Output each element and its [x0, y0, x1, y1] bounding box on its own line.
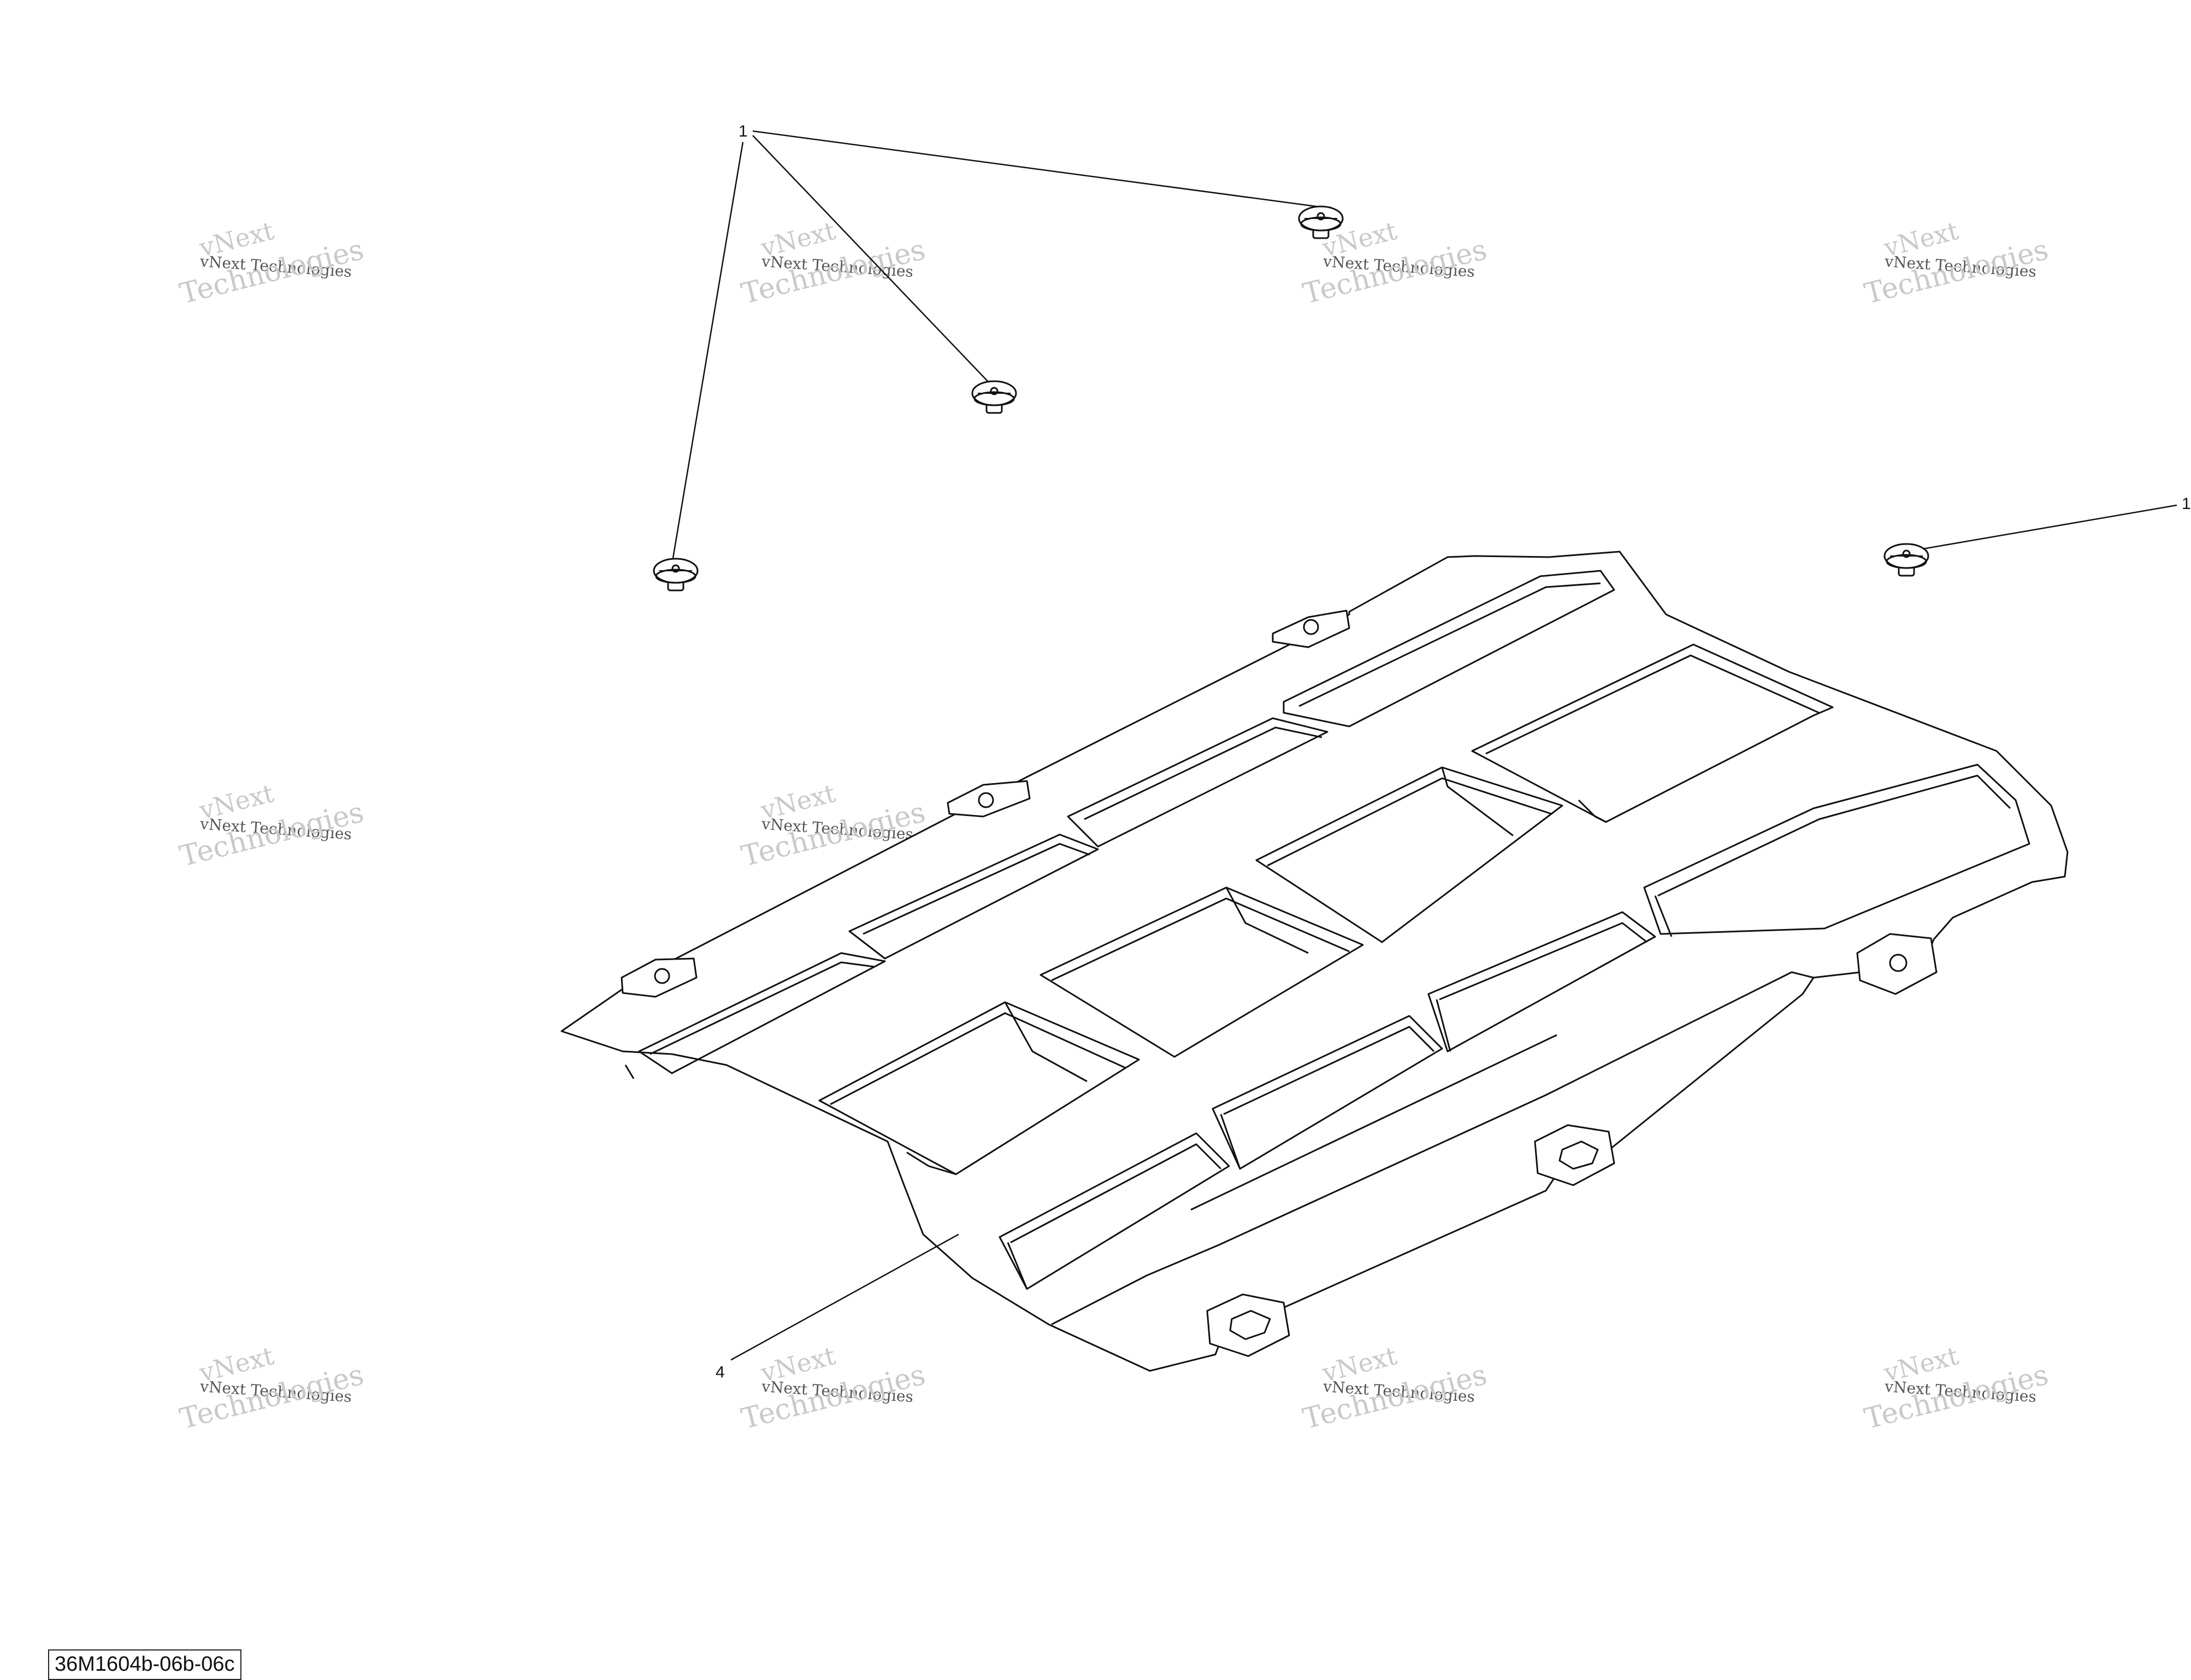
rib [1004, 1002, 1088, 1082]
rib [1051, 897, 1350, 981]
leader-line [1922, 504, 2177, 550]
fastener [653, 558, 699, 591]
mount-tab [1272, 610, 1350, 648]
rib [1051, 971, 1814, 1326]
mount-hole [1303, 619, 1319, 635]
rib [1223, 1026, 1435, 1115]
rib [863, 843, 1090, 935]
rib [1007, 1242, 1028, 1289]
leader-line [752, 130, 1317, 208]
watermark-tile: vNext vNext Technologies Technologies [1300, 1341, 1490, 1436]
mount-tab [621, 957, 698, 998]
rib [1084, 726, 1322, 820]
rib [1657, 774, 2011, 897]
fastener [1883, 543, 1929, 577]
fastener [1298, 205, 1344, 239]
rib [649, 961, 875, 1055]
rib [624, 1064, 635, 1079]
rib [1298, 582, 1601, 707]
rib [1439, 922, 1647, 1001]
mount-tab [947, 780, 1031, 818]
rib [1283, 570, 1615, 727]
rib [1220, 1114, 1241, 1169]
leader-line [752, 135, 989, 383]
rib [1578, 799, 1607, 823]
watermark-tile: vNext vNext Technologies Technologies [176, 1341, 367, 1436]
rib [1441, 767, 1514, 837]
watermark-tile: vNext vNext Technologies Technologies [738, 216, 928, 311]
skid-plate [560, 551, 2069, 1372]
mount-tab [1534, 1124, 1615, 1186]
rib [1267, 777, 1552, 867]
rib [1436, 999, 1451, 1052]
reference-code: 36M1604b-06b-06c [48, 1649, 241, 1680]
rib [1190, 1034, 1557, 1211]
mount-hole [978, 792, 994, 808]
skid-plate-ribs [624, 570, 2030, 1326]
watermark-tile: vNext vNext Technologies Technologies [1861, 216, 2051, 311]
leader-lines [672, 130, 2177, 1361]
rib [1427, 911, 1656, 1052]
rib [1067, 717, 1328, 848]
mount-hole [1558, 1140, 1599, 1170]
rib [1485, 654, 1820, 755]
rib [1040, 886, 1364, 1058]
rib [848, 833, 1099, 960]
rib [1471, 643, 1834, 823]
rib [1225, 887, 1309, 954]
skid-plate-outline [560, 551, 2069, 1372]
rib [1643, 764, 2030, 935]
fastener [971, 380, 1017, 414]
mount-hole [1889, 954, 1907, 972]
callout-fastener: 1 [739, 122, 748, 140]
leader-line [730, 1233, 959, 1361]
callout-skid-plate: 4 [716, 1363, 725, 1381]
watermark-tile: vNext vNext Technologies Technologies [176, 216, 367, 311]
rib [1212, 1015, 1443, 1170]
rib [1654, 895, 1673, 937]
watermark-tile: vNext vNext Technologies Technologies [176, 778, 367, 873]
rib [1010, 1143, 1222, 1244]
watermark-tile: vNext vNext Technologies Technologies [738, 1341, 928, 1436]
rib [999, 1132, 1230, 1290]
fasteners [653, 205, 1929, 591]
watermark-tile: vNext vNext Technologies Technologies [1861, 1341, 2051, 1436]
callout-fastener-edge: 1 [2182, 495, 2191, 513]
rib [818, 1001, 1140, 1175]
rib [906, 1151, 956, 1175]
rib [638, 952, 886, 1074]
rib [1255, 766, 1563, 943]
mount-hole [654, 968, 670, 984]
leader-line [672, 141, 744, 559]
rib [830, 1012, 1126, 1105]
mount-tab [1206, 1293, 1290, 1357]
mount-tab [1856, 933, 1938, 995]
mount-hole [1229, 1310, 1271, 1340]
